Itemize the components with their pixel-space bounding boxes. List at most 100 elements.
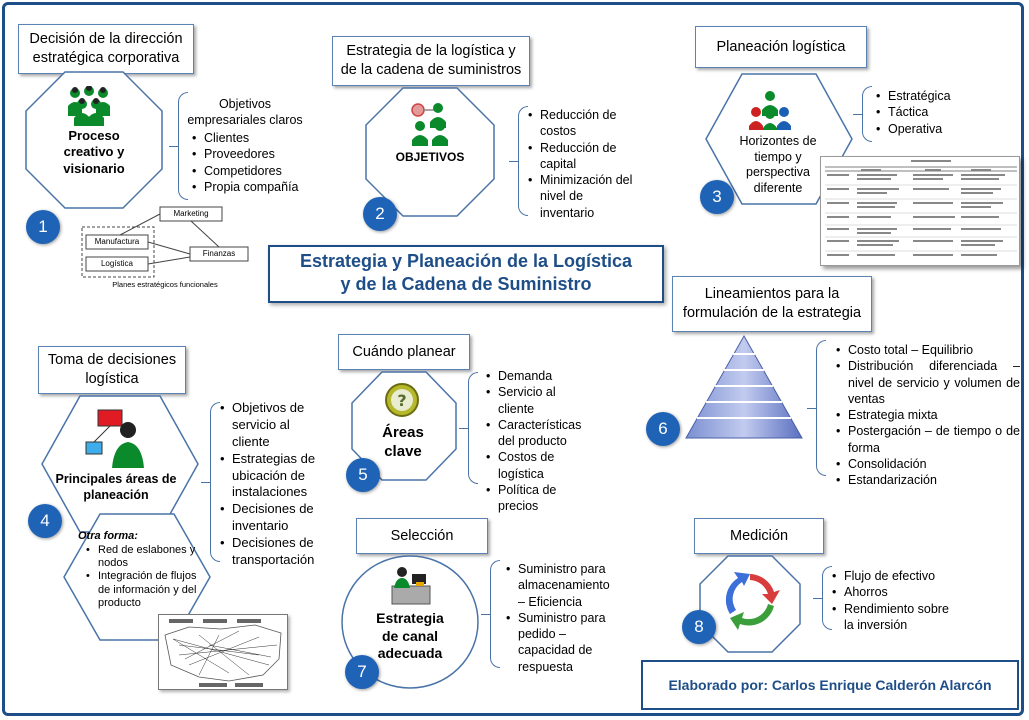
list-item: Rendimiento sobre la inversión — [830, 601, 960, 634]
s2-number-badge: 2 — [363, 197, 397, 231]
list-item: Decisiones de inventario — [218, 501, 328, 535]
s1-label-line3: visionario — [63, 160, 125, 176]
team-target-icon — [411, 103, 448, 146]
list-item: Estandarización — [834, 472, 1020, 489]
s3-label-line4: diferente — [753, 180, 803, 195]
list-item: Clientes — [190, 130, 320, 147]
list-item: Política de precios — [484, 482, 594, 515]
s2-header-line2: de la cadena de suministros — [340, 62, 522, 78]
s6-header: Lineamientos para la formulación de la e… — [672, 276, 872, 332]
s3-label-line3: perspectiva — [746, 165, 810, 180]
list-item: Costos de logística — [484, 449, 594, 482]
s5-label-line2: clave — [384, 442, 422, 460]
s6-bracket — [807, 340, 826, 476]
list-item: Servicio al cliente — [484, 384, 594, 417]
s8-list: Flujo de efectivo Ahorros Rendimiento so… — [830, 568, 960, 633]
list-item: Decisiones de transportación — [218, 535, 328, 569]
s7-circle — [341, 555, 479, 689]
s1-header-line2: estratégica corporativa — [32, 50, 180, 66]
s7-header-text: Selección — [390, 527, 454, 544]
list-item: Suministro para pedido – capacidad de re… — [504, 610, 616, 675]
s5-octagon — [351, 371, 457, 481]
s5-header: Cuándo planear — [338, 334, 470, 370]
list-item: Integración de flujos de información y d… — [84, 570, 202, 610]
cycle-arrows-icon — [725, 572, 780, 630]
list-item: Operativa — [874, 121, 984, 138]
s6-header-line1: Lineamientos para la — [704, 286, 840, 303]
main-title: Estrategia y Planeación de la Logística … — [268, 245, 664, 303]
s5-bracket — [459, 372, 478, 484]
s3-label-line1: Horizontes de — [739, 134, 817, 148]
s3-shape-label: Horizontes de tiempo y perspectiva difer… — [728, 134, 828, 197]
list-item: Reducción de capital — [526, 140, 636, 173]
desk-worker-icon — [391, 567, 431, 605]
s7-bracket — [481, 560, 500, 668]
list-item: Características del producto — [484, 417, 594, 450]
list-item: Red de eslabones y nodos — [84, 544, 202, 570]
s5-shape-label: Áreas clave — [358, 424, 448, 462]
s3-number-badge: 3 — [700, 180, 734, 214]
s3-bracket — [853, 86, 872, 142]
s7-shape-label: Estrategia de canal adecuada — [360, 610, 460, 663]
diagram-caption: Planes estratégicos funcionales — [112, 280, 218, 289]
list-item: Estratégica — [874, 88, 984, 105]
s8-header: Medición — [694, 518, 824, 554]
table-thumbnail-graphic — [825, 160, 1017, 256]
list-item: Táctica — [874, 104, 984, 121]
s1-label-line1: Proceso — [68, 128, 120, 143]
s4-alt-title: Otra forma: — [78, 530, 138, 542]
s6-header-line2: formulación de la estrategia — [682, 305, 862, 321]
s3-label-line2: tiempo y — [754, 149, 802, 164]
s8-header-text: Medición — [729, 527, 789, 544]
s2-list: Reducción de costos Reducción de capital… — [526, 107, 636, 221]
s4-header-line1: Toma de decisiones — [47, 352, 177, 369]
network-map-thumbnail — [158, 614, 288, 690]
list-item: Objetivos de servicio al cliente — [218, 400, 328, 451]
diagram-label-finanzas: Finanzas — [202, 249, 236, 258]
person-computer-icon — [85, 409, 144, 468]
s1-number-badge: 1 — [26, 210, 60, 244]
s2-header-line1: Estrategia de la logística y — [346, 43, 516, 60]
s1-header: Decisión de la dirección estratégica cor… — [18, 24, 194, 74]
s7-list: Suministro para almacenamiento – Eficien… — [504, 561, 616, 675]
s1-label-line2: creativo y — [63, 144, 125, 160]
list-item: Consolidación — [834, 456, 1020, 473]
list-item: Estrategias de ubicación de instalacione… — [218, 451, 328, 502]
s6-number-badge: 6 — [646, 412, 680, 446]
question-icon: ? — [385, 383, 419, 417]
s8-number-badge: 8 — [682, 610, 716, 644]
s5-list: Demanda Servicio al cliente Característi… — [484, 368, 594, 514]
diagram-label-marketing: Marketing — [173, 209, 209, 218]
list-item: Postergación – de tiempo o de forma — [834, 423, 1020, 456]
s5-number-badge: 5 — [346, 458, 380, 492]
s5-header-text: Cuándo planear — [352, 343, 456, 360]
main-title-line1: Estrategia y Planeación de la Logística — [299, 251, 633, 271]
list-item: Costo total – Equilibrio — [834, 342, 1020, 359]
network-map-graphic — [164, 619, 282, 687]
s7-header: Selección — [356, 518, 488, 554]
s4-header-line2: logística — [85, 371, 139, 387]
s7-label-line2: de canal — [381, 627, 439, 644]
s3-hexagon — [705, 73, 853, 205]
s2-shape-label: OBJETIVOS — [395, 150, 465, 164]
s4-shape-label: Principales áreas de planeación — [46, 472, 186, 503]
list-item: Estrategia mixta — [834, 407, 1020, 424]
functional-plans-diagram — [81, 206, 249, 278]
s1-shape-label: Proceso creativo y visionario — [44, 128, 144, 177]
s7-label-line3: adecuada — [377, 645, 443, 661]
list-item: Propia compañía — [190, 179, 320, 196]
s4-label-line1: Principales áreas de — [55, 472, 177, 486]
list-item: Proveedores — [190, 146, 320, 163]
list-item: Minimización del nivel de inventario — [526, 172, 636, 221]
diagram-label-manufactura: Manufactura — [94, 237, 140, 246]
list-item: Flujo de efectivo — [830, 568, 960, 585]
group-people-icon — [68, 86, 110, 126]
s7-number-badge: 7 — [345, 655, 379, 689]
s7-label-line1: Estrategia — [376, 610, 444, 626]
list-item: Demanda — [484, 368, 594, 385]
list-item: Suministro para almacenamiento – Eficien… — [504, 561, 616, 610]
diagram-label-logistica: Logística — [100, 259, 134, 268]
s3-header-text: Planeación logística — [716, 38, 846, 55]
list-item: Distribución diferenciada – nivel de ser… — [834, 358, 1020, 407]
